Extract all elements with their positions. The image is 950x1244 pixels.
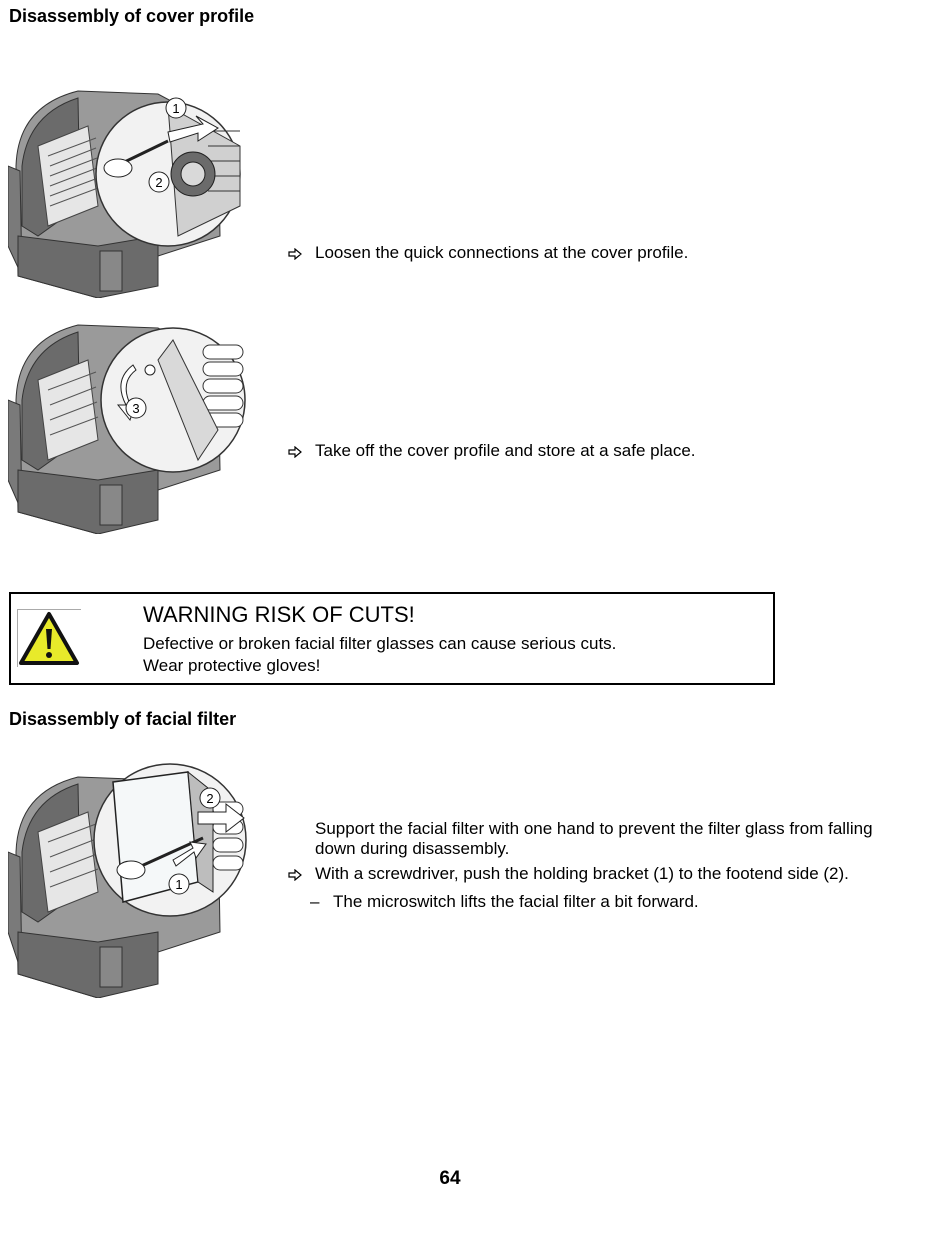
warning-title: WARNING RISK OF CUTS!: [143, 602, 415, 627]
sub-step-microswitch: The microswitch lifts the facial filter …: [333, 892, 699, 911]
cover-profile-illustration-2: 3: [8, 324, 246, 534]
hollow-arrow-icon: [288, 446, 302, 458]
section-heading-cover-profile: Disassembly of cover profile: [9, 6, 255, 26]
step-take-off-cover: Take off the cover profile and store at …: [315, 441, 696, 460]
callout-1: 1: [172, 101, 179, 116]
hollow-arrow-icon: [288, 248, 302, 260]
facial-filter-illustration: 2 1: [8, 763, 247, 998]
step-push-bracket: With a screwdriver, push the holding bra…: [315, 864, 849, 883]
warning-box: WARNING RISK OF CUTS! Defective or broke…: [9, 592, 775, 685]
warning-text-line-2: Wear protective gloves!: [143, 656, 321, 675]
callout-3: 3: [132, 401, 139, 416]
page-number: 64: [439, 1168, 461, 1189]
warning-triangle-icon: [17, 609, 81, 667]
warning-text-line-1: Defective or broken facial filter glasse…: [143, 634, 617, 653]
callout-2: 2: [206, 791, 213, 806]
step-support-filter: Support the facial filter with one hand …: [315, 819, 873, 858]
sub-bullet-dash: –: [310, 892, 320, 911]
hollow-arrow-icon: [288, 869, 302, 881]
callout-1: 1: [175, 877, 182, 892]
section-heading-facial-filter: Disassembly of facial filter: [9, 709, 237, 729]
step-loosen-connections: Loosen the quick connections at the cove…: [315, 243, 689, 262]
callout-2: 2: [155, 175, 162, 190]
cover-profile-illustration-1: 1 2: [8, 90, 241, 298]
